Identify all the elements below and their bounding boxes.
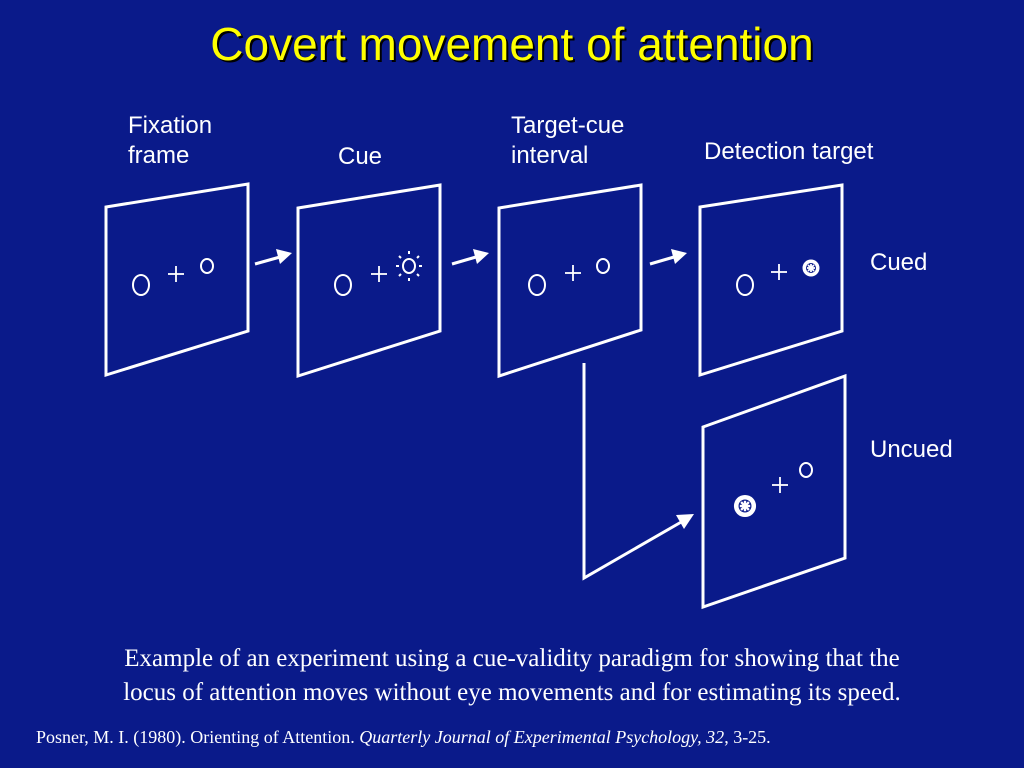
fixation-cross	[168, 266, 184, 282]
arrow-fixation-to-cue	[254, 255, 281, 266]
frame-fixation	[104, 182, 250, 378]
caption: Example of an experiment using a cue-val…	[0, 642, 1024, 710]
label-cue: Cue	[338, 143, 383, 170]
citation-pages: , 3-25.	[724, 727, 771, 747]
frame-detection-cued	[698, 183, 844, 378]
frame-detection-uncued	[701, 373, 847, 610]
arrow-interval-to-uncued	[582, 363, 684, 581]
fixation-cross	[771, 264, 787, 280]
label-target-cue-interval: Target-cue interval	[511, 112, 625, 169]
label-uncued: Uncued	[870, 436, 953, 463]
caption-line-2: locus of attention moves without eye mov…	[123, 679, 901, 706]
target-uncued	[732, 493, 758, 519]
label-detection-target: Detection target	[704, 138, 874, 165]
label-cued: Cued	[870, 249, 928, 276]
label-fixation-frame: Fixation frame	[128, 112, 213, 169]
citation-authors: Posner, M. I. (1980). Orienting of Atten…	[36, 727, 355, 747]
cue-flash	[396, 251, 422, 281]
citation: Posner, M. I. (1980). Orienting of Atten…	[36, 724, 1016, 750]
fixation-cross	[565, 265, 581, 281]
fixation-cross	[371, 266, 387, 282]
fixation-cross	[772, 477, 788, 493]
arrow-interval-to-detection	[649, 255, 675, 266]
caption-line-1: Example of an experiment using a cue-val…	[124, 645, 900, 672]
citation-journal: Quarterly Journal of Experimental Psycho…	[359, 727, 725, 747]
target-cued	[801, 258, 821, 278]
slide-title: Covert movement of attention	[210, 18, 814, 70]
frame-interval	[497, 183, 643, 379]
frame-cue	[296, 183, 442, 379]
arrow-cue-to-interval	[451, 255, 477, 266]
